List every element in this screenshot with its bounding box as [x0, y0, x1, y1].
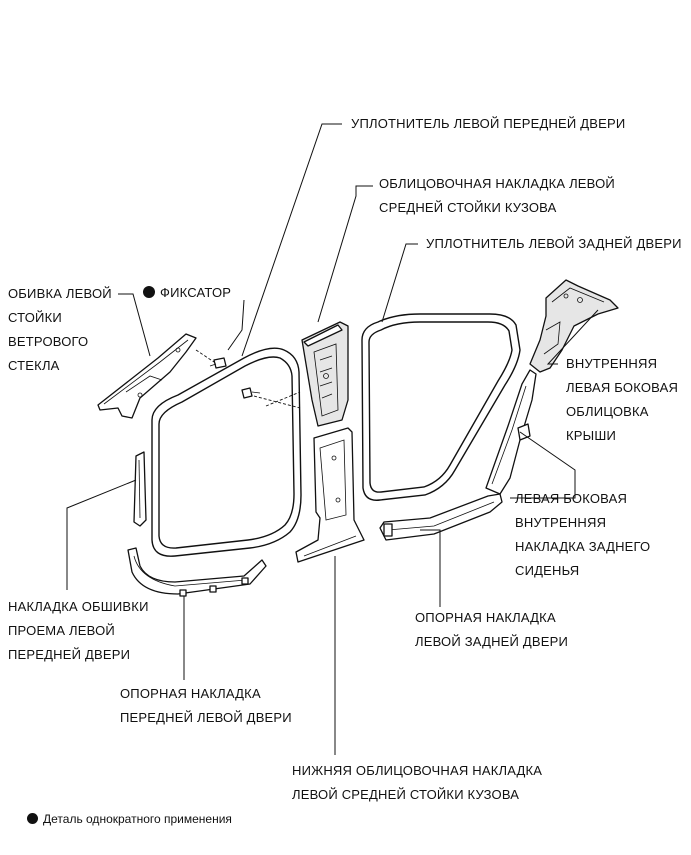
rear-door-seal-drawing [361, 313, 521, 501]
label-line: ОБИВКА ЛЕВОЙ [8, 286, 112, 301]
legend-text: Деталь однократного применения [43, 812, 232, 826]
legend: Деталь однократного применения [27, 812, 232, 826]
front-door-seal-label: УПЛОТНИТЕЛЬ ЛЕВОЙ ПЕРЕДНЕЙ ДВЕРИ [351, 112, 625, 136]
front-door-seal-drawing [151, 347, 302, 557]
roof-side-trim-drawing [529, 279, 619, 373]
label-line: НИЖНЯЯ ОБЛИЦОВОЧНАЯ НАКЛАДКА [292, 763, 543, 778]
label-line: ЛЕВОЙ СРЕДНЕЙ СТОЙКИ КУЗОВА [292, 787, 520, 802]
front-opening-trim-drawing [133, 451, 147, 527]
lower-b-pillar-garnish-label: НИЖНЯЯ ОБЛИЦОВОЧНАЯ НАКЛАДКА ЛЕВОЙ СРЕДН… [292, 759, 542, 807]
label-line: ФИКСАТОР [160, 285, 232, 300]
label-line: СТЕКЛА [8, 358, 60, 373]
label-line: УПЛОТНИТЕЛЬ ЛЕВОЙ ПЕРЕДНЕЙ ДВЕРИ [351, 116, 626, 131]
label-line: УПЛОТНИТЕЛЬ ЛЕВОЙ ЗАДНЕЙ ДВЕРИ [426, 236, 682, 251]
rear-scuff-plate-label: ОПОРНАЯ НАКЛАДКА ЛЕВОЙ ЗАДНЕЙ ДВЕРИ [415, 606, 568, 654]
label-line: ВНУТРЕННЯЯ [515, 515, 607, 530]
rear-scuff-plate-drawing [379, 493, 503, 541]
label-line: ВНУТРЕННЯЯ [566, 356, 658, 371]
label-line: КРЫШИ [566, 428, 617, 443]
label-line: ОБЛИЦОВОЧНАЯ НАКЛАДКА ЛЕВОЙ [379, 176, 615, 191]
lower-b-pillar-garnish-drawing [295, 427, 365, 563]
b-pillar-garnish-label: ОБЛИЦОВОЧНАЯ НАКЛАДКА ЛЕВОЙ СРЕДНЕЙ СТОЙ… [379, 172, 615, 220]
rear-seat-side-garnish-label: ЛЕВАЯ БОКОВАЯ ВНУТРЕННЯЯ НАКЛАДКА ЗАДНЕГ… [515, 487, 650, 583]
rear-door-seal-label: УПЛОТНИТЕЛЬ ЛЕВОЙ ЗАДНЕЙ ДВЕРИ [426, 232, 682, 256]
label-line: НАКЛАДКА ОБШИВКИ [8, 599, 149, 614]
label-line: СТОЙКИ [8, 310, 62, 325]
roof-side-trim-label: ВНУТРЕННЯЯ ЛЕВАЯ БОКОВАЯ ОБЛИЦОВКА КРЫШИ [566, 352, 678, 448]
single-use-marker-icon [27, 813, 38, 824]
leader-lines [66, 123, 599, 755]
label-line: ЛЕВАЯ БОКОВАЯ [566, 380, 679, 395]
front-scuff-plate-drawing [127, 547, 267, 597]
a-pillar-garnish-drawing [97, 333, 197, 419]
label-line: ОПОРНАЯ НАКЛАДКА [120, 686, 261, 701]
label-line: ЛЕВАЯ БОКОВАЯ [515, 491, 628, 506]
clip-drawing [195, 299, 245, 369]
label-line: ПРОЕМА ЛЕВОЙ [8, 623, 115, 638]
label-line: ПЕРЕДНЕЙ ДВЕРИ [8, 647, 131, 662]
rear-seat-side-garnish-drawing [485, 369, 537, 495]
label-line: СИДЕНЬЯ [515, 563, 580, 578]
seal-clip-drawing [241, 387, 301, 409]
label-line: ЛЕВОЙ ЗАДНЕЙ ДВЕРИ [415, 634, 569, 649]
label-line: НАКЛАДКА ЗАДНЕГО [515, 539, 651, 554]
clip-label: ФИКСАТОР [143, 281, 231, 305]
a-pillar-garnish-label: ОБИВКА ЛЕВОЙ СТОЙКИ ВЕТРОВОГО СТЕКЛА [8, 282, 112, 378]
label-line: ОБЛИЦОВКА [566, 404, 649, 419]
front-scuff-plate-label: ОПОРНАЯ НАКЛАДКА ПЕРЕДНЕЙ ЛЕВОЙ ДВЕРИ [120, 682, 292, 730]
label-line: ПЕРЕДНЕЙ ЛЕВОЙ ДВЕРИ [120, 710, 292, 725]
front-opening-trim-label: НАКЛАДКА ОБШИВКИ ПРОЕМА ЛЕВОЙ ПЕРЕДНЕЙ Д… [8, 595, 149, 667]
b-pillar-garnish-drawing [301, 321, 349, 427]
label-line: ОПОРНАЯ НАКЛАДКА [415, 610, 556, 625]
label-line: ВЕТРОВОГО [8, 334, 89, 349]
single-use-marker-icon [143, 286, 155, 298]
label-line: СРЕДНЕЙ СТОЙКИ КУЗОВА [379, 200, 557, 215]
